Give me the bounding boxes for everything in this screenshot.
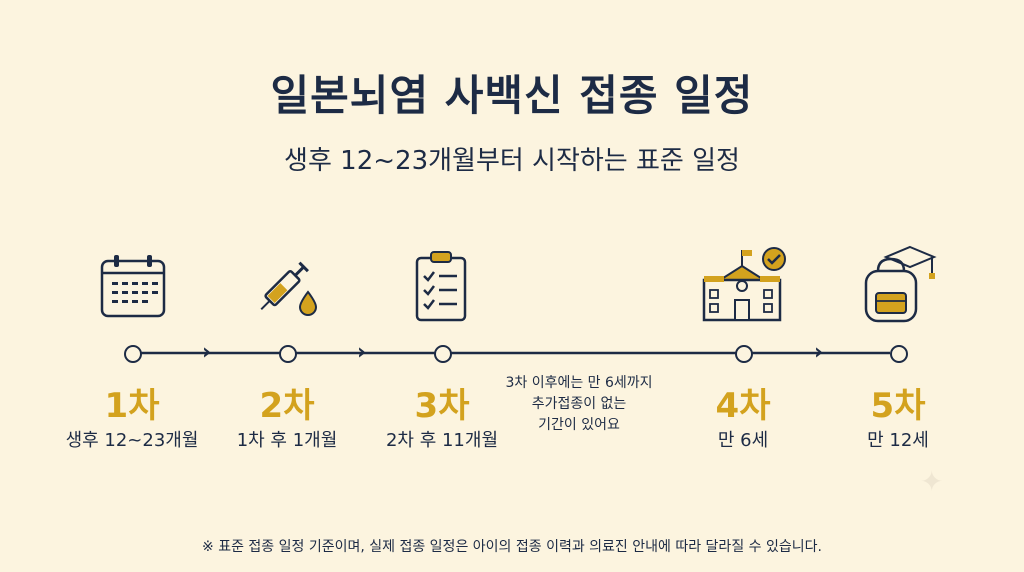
timeline-node-2: [279, 345, 297, 363]
sparkle-icon: ✦: [920, 465, 944, 498]
step-3-desc: 2차 후 11개월: [385, 430, 499, 451]
page-subtitle: 생후 12~23개월부터 시작하는 표준 일정: [284, 146, 740, 176]
chevron-right-icon: ›: [202, 340, 212, 365]
timeline-node-3: [434, 345, 452, 363]
step-1-desc: 생후 12~23개월: [65, 430, 199, 451]
chevron-right-icon: ›: [357, 340, 367, 365]
step-5-label: 5차: [870, 386, 926, 426]
page-title: 일본뇌염 사백신 접종 일정: [270, 71, 754, 120]
school-icon: [702, 247, 786, 322]
step-2-label: 2차: [259, 386, 315, 426]
gap-note-line-1: 3차 이후에는 만 6세까지: [505, 375, 653, 391]
syringe-icon: [260, 261, 318, 316]
timeline-node-1: [124, 345, 142, 363]
step-4-desc: 만 6세: [717, 430, 769, 451]
calendar-icon: [100, 255, 166, 318]
step-4-label: 4차: [715, 386, 771, 426]
timeline-node-5: [890, 345, 908, 363]
timeline-node-4: [735, 345, 753, 363]
footnote: ※ 표준 접종 일정 기준이며, 실제 접종 일정은 아이의 접종 이력과 의료…: [202, 539, 822, 555]
step-1-label: 1차: [104, 386, 160, 426]
step-5-desc: 만 12세: [867, 430, 929, 451]
backpack-icon: [864, 245, 937, 323]
chevron-right-icon: ›: [814, 340, 824, 365]
step-2-desc: 1차 후 1개월: [236, 430, 338, 451]
gap-note: 3차 이후에는 만 6세까지 추가접종이 없는 기간이 있어요: [494, 373, 664, 436]
gap-note-line-3: 기간이 있어요: [538, 417, 620, 433]
checklist-icon: [415, 251, 467, 322]
gap-note-line-2: 추가접종이 없는: [531, 396, 627, 412]
step-3-label: 3차: [414, 386, 470, 426]
